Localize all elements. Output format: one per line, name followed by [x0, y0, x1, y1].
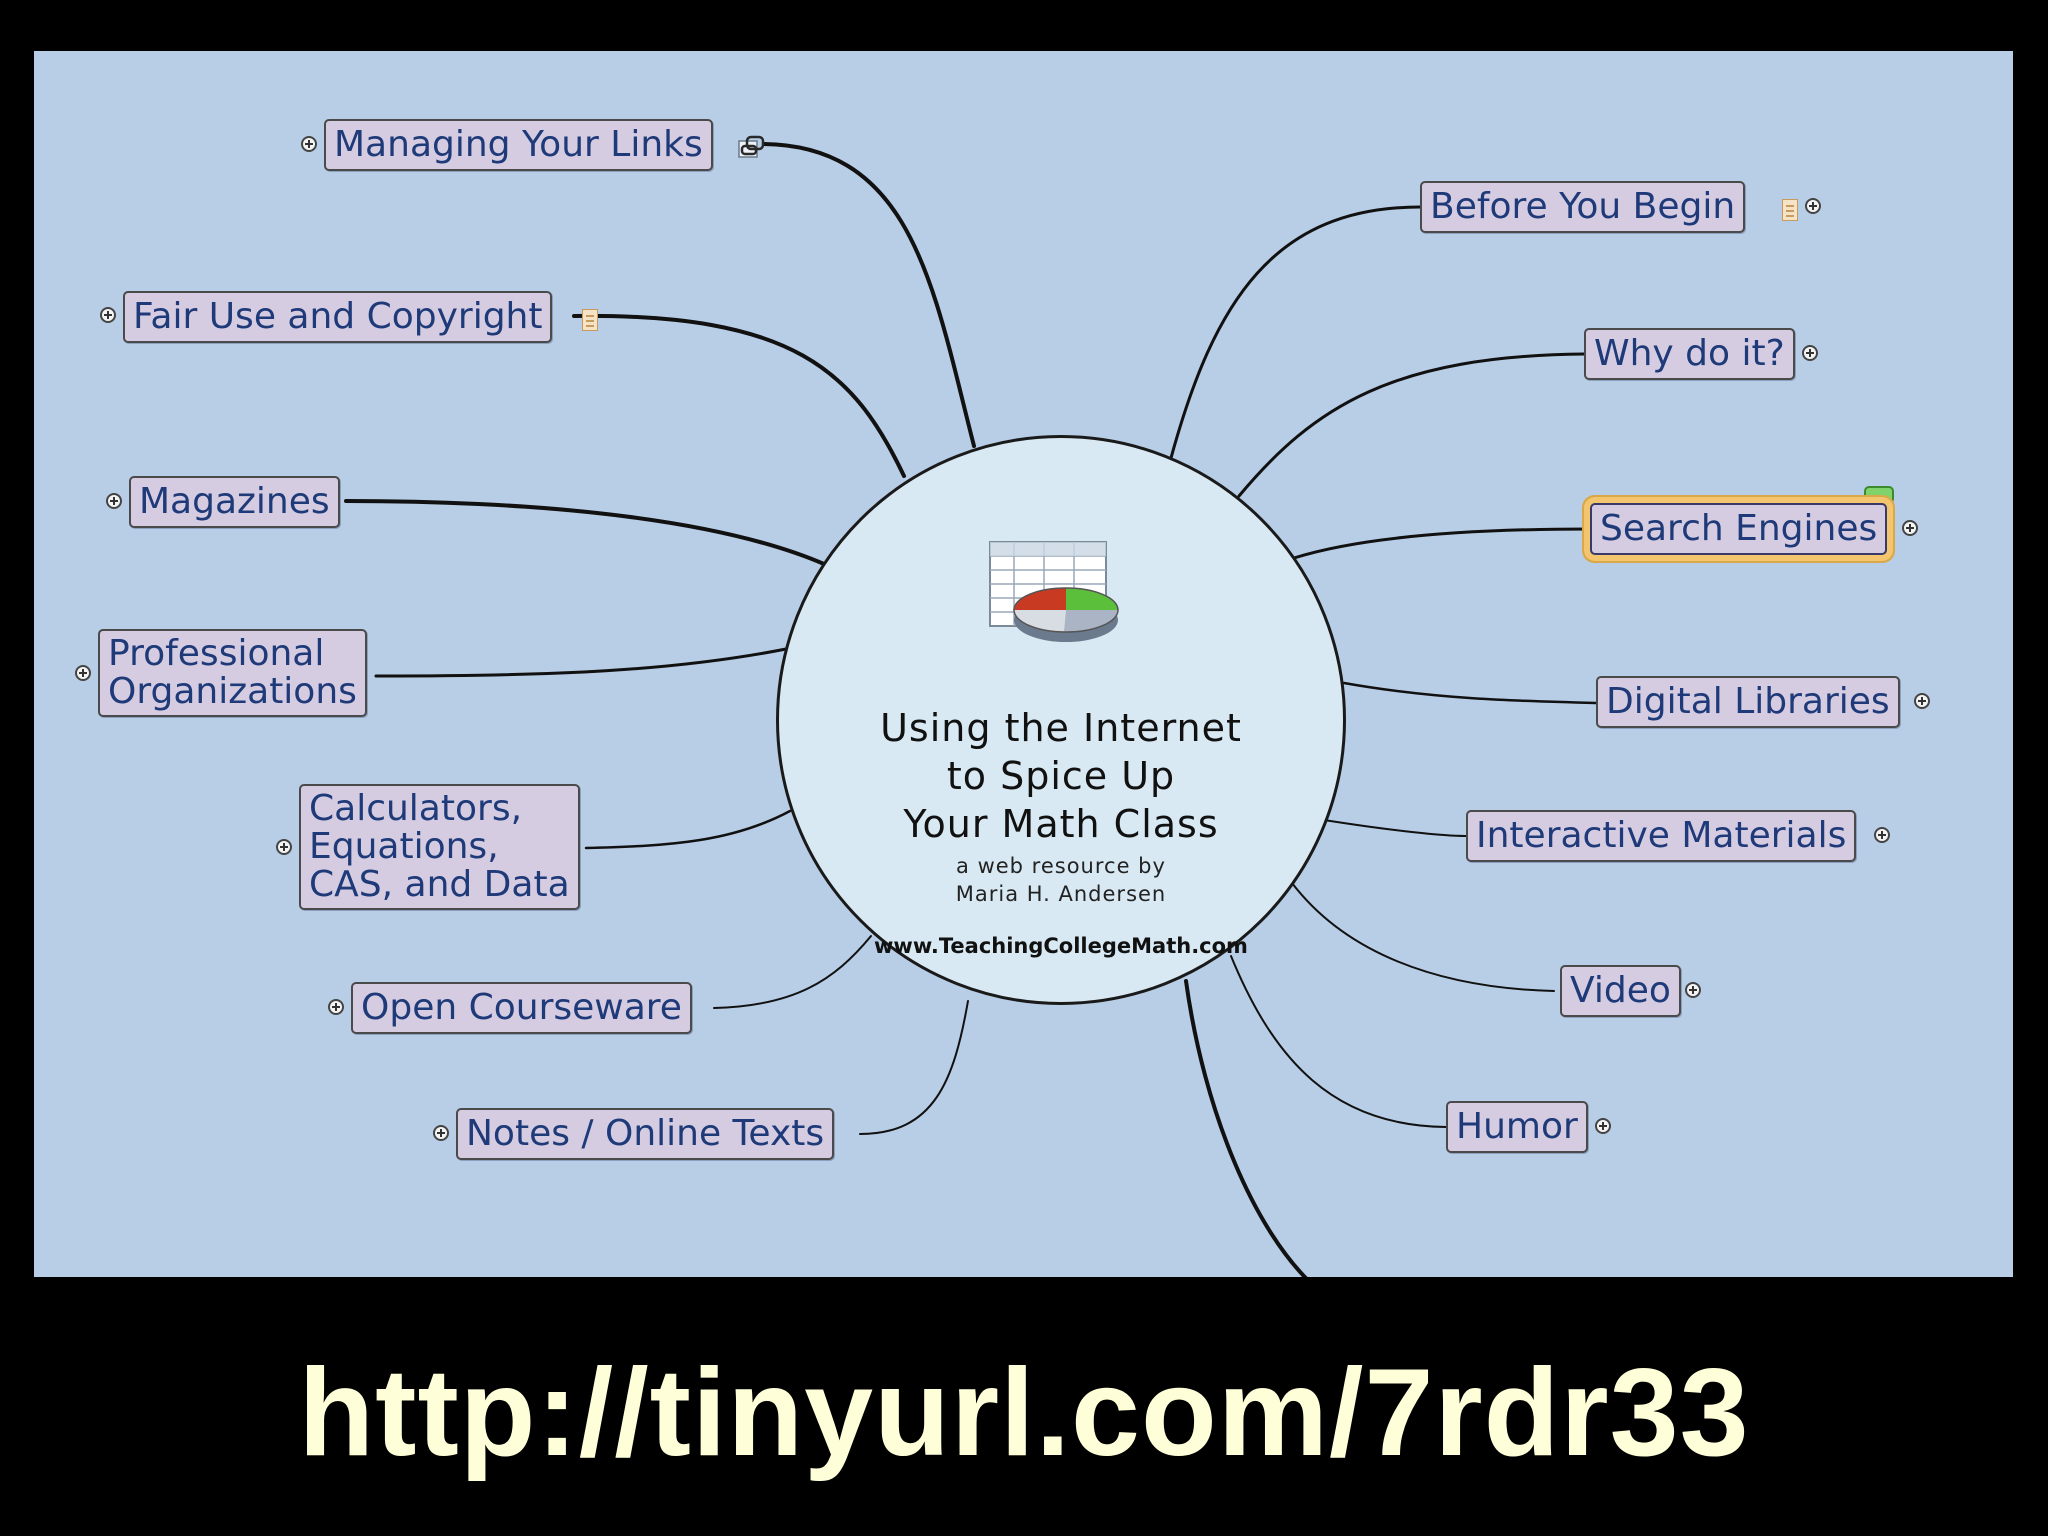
expand-icon[interactable]: [301, 136, 317, 152]
expand-icon[interactable]: [328, 999, 344, 1015]
link-icon[interactable]: [738, 135, 766, 159]
central-url: www.TeachingCollegeMath.com: [874, 934, 1248, 958]
connector-offscreen: [1184, 979, 1308, 1277]
topic-digital-libraries[interactable]: Digital Libraries: [1596, 676, 1900, 728]
central-title-line-2: to Spice Up: [946, 754, 1176, 798]
expand-icon[interactable]: [1685, 982, 1701, 998]
expand-icon[interactable]: [1902, 520, 1918, 536]
topic-line: Equations,: [309, 826, 499, 867]
connector-managing-links: [762, 142, 976, 448]
connector-notes: [859, 1000, 969, 1135]
central-topic[interactable]: Using the Internet to Spice Up Your Math…: [776, 435, 1346, 1005]
central-subtitle-line-1: a web resource by: [956, 854, 1166, 878]
central-title-line-3: Your Math Class: [903, 802, 1219, 846]
topic-managing-your-links[interactable]: Managing Your Links: [324, 119, 713, 171]
connector-calculators: [584, 809, 792, 850]
topic-line: Calculators,: [309, 788, 523, 829]
topic-professional-organizations[interactable]: Professional Organizations: [98, 629, 367, 717]
connector-open-courseware: [713, 935, 872, 1009]
topic-fair-use-copyright[interactable]: Fair Use and Copyright: [123, 291, 553, 343]
topic-interactive-materials[interactable]: Interactive Materials: [1466, 810, 1857, 862]
topic-video[interactable]: Video: [1560, 965, 1681, 1017]
expand-icon[interactable]: [1595, 1118, 1611, 1134]
expand-icon[interactable]: [276, 839, 292, 855]
mind-map-canvas[interactable]: Using the Internet to Spice Up Your Math…: [34, 51, 2013, 1277]
connector-professional: [374, 647, 788, 678]
connector-lines: [344, 142, 1598, 1277]
topic-before-you-begin[interactable]: Before You Begin: [1420, 181, 1746, 233]
connector-fair-use: [572, 313, 906, 478]
selection-flag-icon: [1864, 486, 1894, 504]
topic-why-do-it[interactable]: Why do it?: [1584, 328, 1795, 380]
expand-icon[interactable]: [1874, 827, 1890, 843]
central-title-line-1: Using the Internet: [880, 706, 1242, 750]
note-icon[interactable]: [1782, 199, 1798, 221]
topic-line: Organizations: [108, 671, 357, 712]
connector-humor: [1230, 955, 1447, 1128]
note-icon[interactable]: [582, 309, 598, 331]
connector-video: [1291, 882, 1555, 992]
connector-search: [1292, 527, 1592, 560]
expand-icon[interactable]: [75, 665, 91, 681]
expand-icon[interactable]: [1805, 198, 1821, 214]
expand-icon[interactable]: [1802, 345, 1818, 361]
connector-why: [1237, 352, 1586, 498]
topic-search-engines[interactable]: Search Engines: [1590, 503, 1888, 555]
expand-icon[interactable]: [106, 493, 122, 509]
topic-humor[interactable]: Humor: [1446, 1101, 1588, 1153]
topic-calculators-equations-cas[interactable]: Calculators, Equations, CAS, and Data: [299, 784, 580, 910]
expand-icon[interactable]: [1914, 693, 1930, 709]
topic-line: CAS, and Data: [309, 864, 570, 905]
connector-before-begin: [1169, 205, 1422, 460]
expand-icon[interactable]: [433, 1125, 449, 1141]
topic-notes-online-texts[interactable]: Notes / Online Texts: [456, 1108, 835, 1160]
expand-icon[interactable]: [100, 307, 116, 323]
central-subtitle-line-2: Maria H. Andersen: [955, 882, 1167, 906]
connector-digital: [1342, 681, 1598, 705]
topic-open-courseware[interactable]: Open Courseware: [351, 982, 692, 1034]
connector-magazines: [344, 499, 826, 566]
topic-line: Professional: [108, 633, 325, 674]
topic-magazines[interactable]: Magazines: [129, 476, 340, 528]
connector-interactive: [1323, 819, 1467, 837]
spreadsheet-pie-chart-icon: [989, 541, 1119, 642]
footer-url: http://tinyurl.com/7rdr33: [298, 1344, 1750, 1482]
